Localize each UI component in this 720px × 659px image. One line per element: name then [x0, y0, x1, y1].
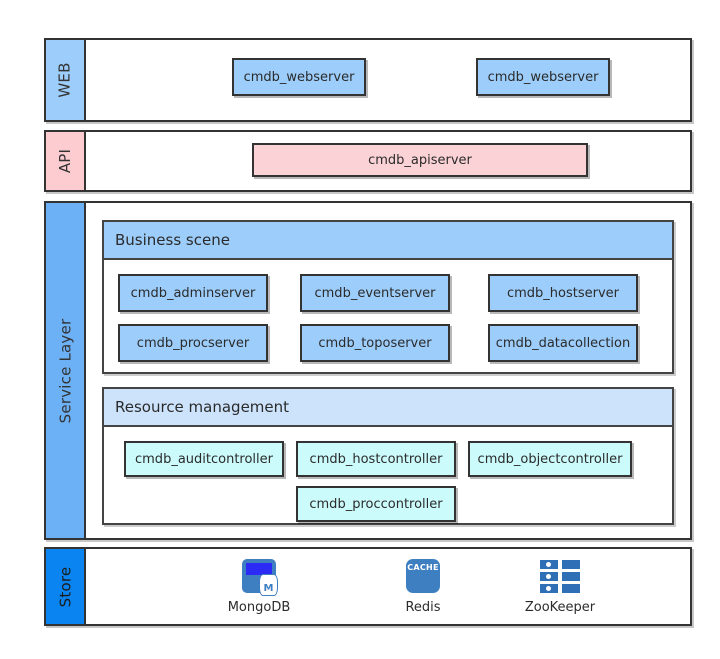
node-cmdb-hostcontroller[interactable]: cmdb_hostcontroller: [296, 441, 456, 477]
group-business-scene: Business scene cmdb_adminserver cmdb_eve…: [102, 220, 674, 374]
layer-web: WEB cmdb_webserver cmdb_webserver: [44, 38, 692, 122]
store-item-redis[interactable]: CACHE Redis: [363, 557, 483, 619]
layer-api-body: cmdb_apiserver: [86, 132, 690, 190]
group-resource-management: Resource management cmdb_auditcontroller…: [102, 387, 674, 525]
node-cmdb-webserver-2[interactable]: cmdb_webserver: [476, 58, 610, 96]
layer-api-label: API: [56, 148, 74, 174]
redis-cache-icon-body: CACHE: [406, 559, 440, 593]
redis-cache-icon-text: CACHE: [407, 563, 439, 572]
zookeeper-icon-node: [562, 560, 580, 569]
zookeeper-icon: [538, 557, 582, 597]
node-cmdb-proccontroller[interactable]: cmdb_proccontroller: [296, 486, 456, 522]
layer-store: Store M MongoDB CACHE Red: [44, 547, 692, 626]
node-cmdb-objectcontroller[interactable]: cmdb_objectcontroller: [468, 441, 632, 477]
node-cmdb-eventserver[interactable]: cmdb_eventserver: [300, 274, 450, 312]
layer-api-tab: API: [46, 132, 86, 190]
node-cmdb-auditcontroller[interactable]: cmdb_auditcontroller: [124, 441, 284, 477]
layer-service-body: Business scene cmdb_adminserver cmdb_eve…: [86, 203, 690, 538]
node-cmdb-webserver-1[interactable]: cmdb_webserver: [232, 58, 366, 96]
redis-cache-icon: CACHE: [401, 557, 445, 597]
mongodb-icon-screen: [246, 563, 272, 575]
store-item-zookeeper[interactable]: ZooKeeper: [500, 557, 620, 619]
architecture-diagram: WEB cmdb_webserver cmdb_webserver API cm…: [44, 38, 692, 626]
node-cmdb-apiserver[interactable]: cmdb_apiserver: [252, 143, 588, 177]
layer-service: Service Layer Business scene cmdb_admins…: [44, 201, 692, 540]
zookeeper-icon-dot: [546, 574, 551, 579]
zookeeper-icon-dot: [546, 586, 551, 591]
node-cmdb-datacollection[interactable]: cmdb_datacollection: [488, 324, 638, 362]
store-label-zookeeper: ZooKeeper: [524, 600, 596, 615]
group-resource-management-body: cmdb_auditcontroller cmdb_hostcontroller…: [104, 427, 672, 523]
layer-web-body: cmdb_webserver cmdb_webserver: [86, 40, 690, 120]
store-item-mongodb[interactable]: M MongoDB: [199, 557, 319, 619]
layer-web-tab: WEB: [46, 40, 86, 120]
mongodb-icon-letter: M: [263, 583, 274, 594]
mongodb-icon: M: [237, 557, 281, 597]
zookeeper-icon-node: [562, 584, 580, 593]
layer-service-tab: Service Layer: [46, 203, 86, 538]
zookeeper-icon-dot: [546, 562, 551, 567]
node-cmdb-hostserver[interactable]: cmdb_hostserver: [488, 274, 638, 312]
layer-service-label: Service Layer: [56, 318, 75, 423]
layer-web-label: WEB: [55, 62, 74, 98]
zookeeper-icon-node: [540, 560, 558, 569]
layer-store-body: M MongoDB CACHE Redis: [86, 549, 690, 624]
zookeeper-icon-grid: [540, 560, 582, 593]
store-label-redis: Redis: [405, 600, 441, 615]
layer-api: API cmdb_apiserver: [44, 130, 692, 192]
zookeeper-icon-node: [540, 572, 558, 581]
layer-store-tab: Store: [46, 549, 86, 624]
zookeeper-icon-node: [562, 572, 580, 581]
group-resource-management-header: Resource management: [104, 389, 672, 427]
node-cmdb-toposerver[interactable]: cmdb_toposerver: [300, 324, 450, 362]
node-cmdb-procserver[interactable]: cmdb_procserver: [118, 324, 268, 362]
mongodb-icon-cylinder: M: [259, 574, 278, 596]
node-cmdb-adminserver[interactable]: cmdb_adminserver: [118, 274, 268, 312]
group-business-scene-body: cmdb_adminserver cmdb_eventserver cmdb_h…: [104, 260, 672, 372]
store-label-mongodb: MongoDB: [227, 600, 291, 615]
group-business-scene-header: Business scene: [104, 222, 672, 260]
zookeeper-icon-node: [540, 584, 558, 593]
layer-store-label: Store: [56, 566, 74, 607]
